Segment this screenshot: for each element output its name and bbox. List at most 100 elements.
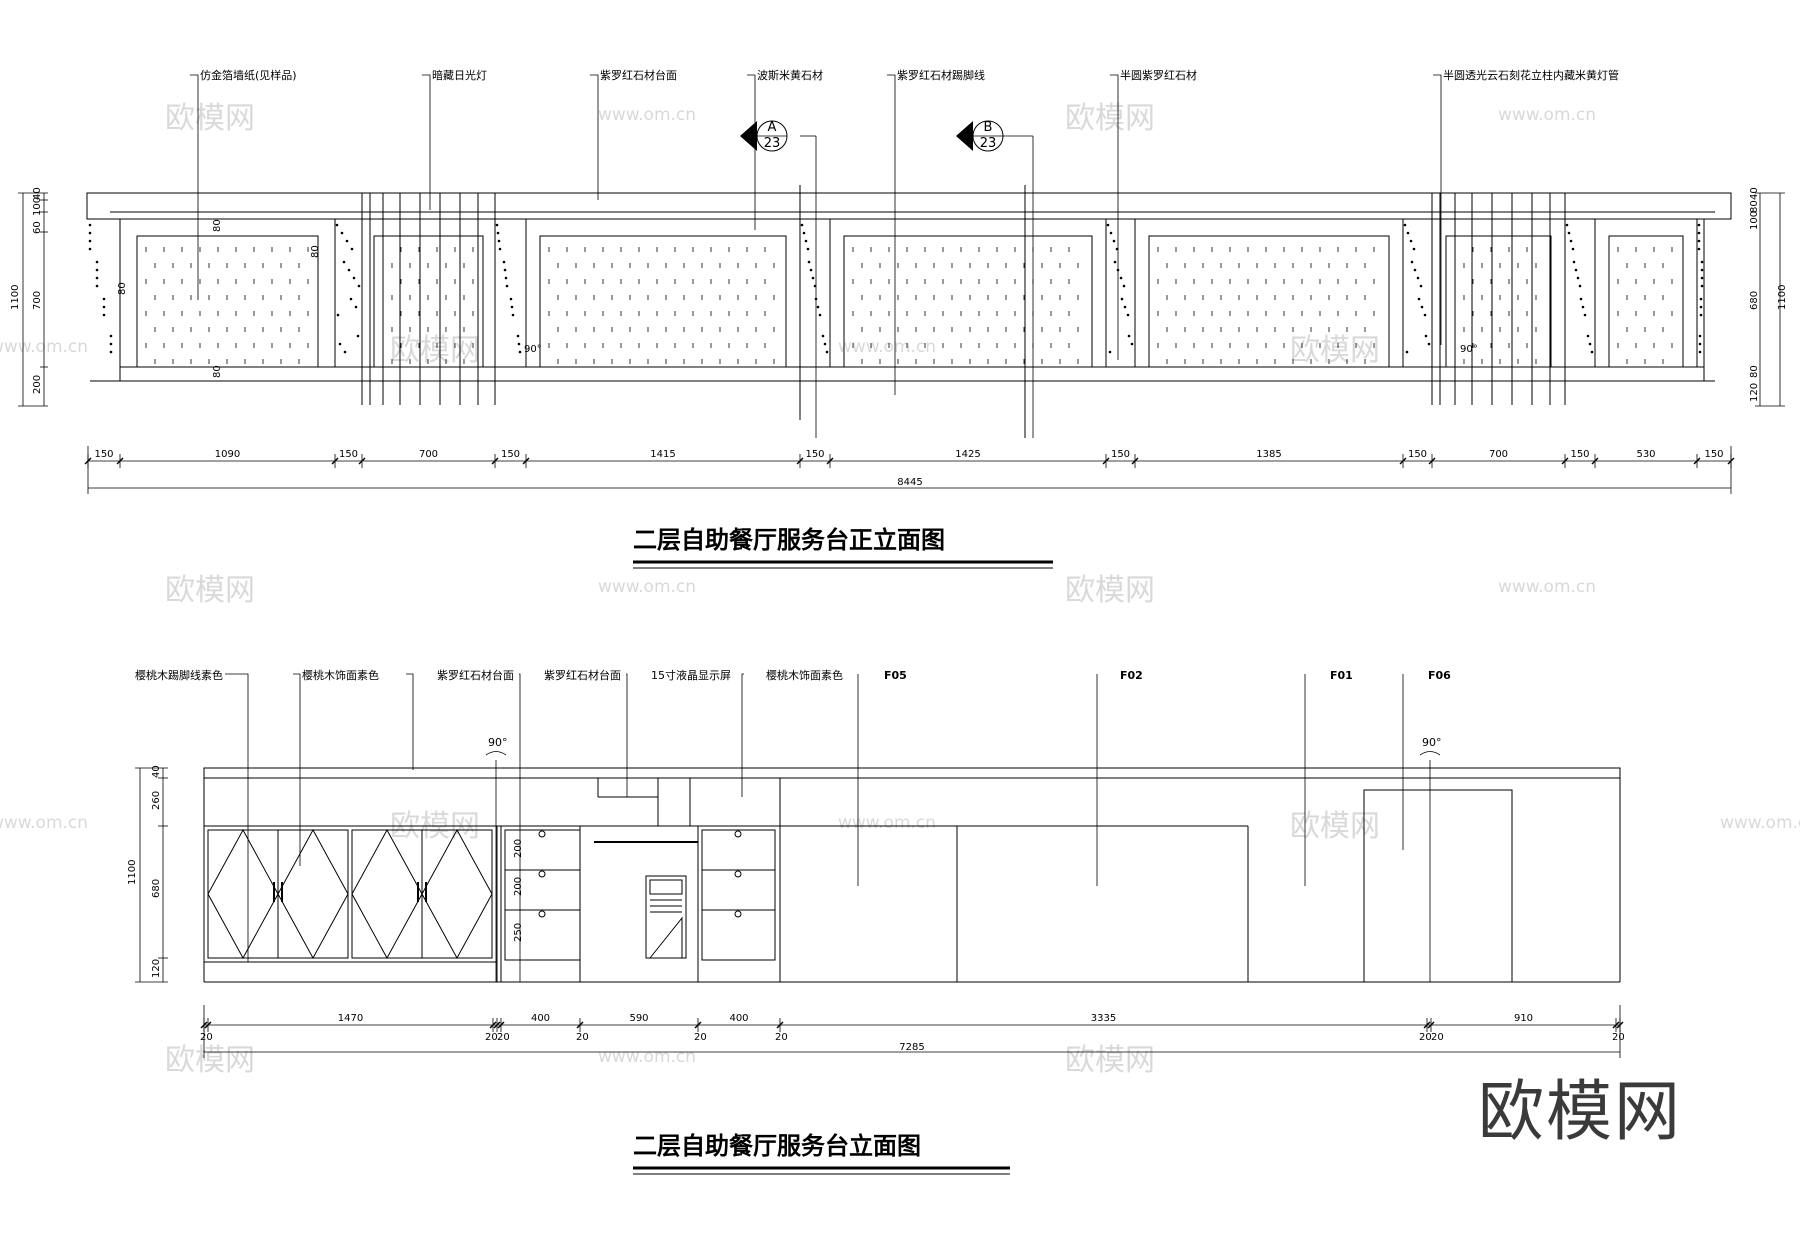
- stone-speckle: [109, 350, 113, 354]
- segment-dim: 400: [729, 1013, 748, 1024]
- stone-speckle: [498, 247, 502, 251]
- dim-label: 20: [1431, 1032, 1444, 1043]
- segment-dim: 150: [339, 449, 358, 460]
- dim-slash: [522, 457, 530, 465]
- stone-speckle: [102, 305, 106, 309]
- callout-label: 紫罗红石材踢脚线: [897, 68, 985, 82]
- watermark-brand: 欧模网: [165, 1043, 255, 1078]
- stone-speckle: [503, 268, 507, 272]
- watermark-url: www.om.cn: [1498, 577, 1596, 597]
- stone-speckle: [1420, 305, 1424, 309]
- dim-label: 250: [513, 923, 524, 942]
- stone-speckle: [338, 342, 342, 346]
- stone-speckle: [88, 223, 92, 227]
- dim-slash: [576, 1021, 584, 1029]
- stone-speckle: [1403, 223, 1407, 227]
- bottom-elevation: [203, 767, 1621, 983]
- stone-speckle: [1123, 305, 1127, 309]
- stone-speckle: [102, 297, 106, 301]
- stone-speckle: [510, 305, 514, 309]
- segment-dim: 1385: [1256, 449, 1281, 460]
- stone-speckle: [1405, 350, 1409, 354]
- stone-speckle: [88, 247, 92, 251]
- inner-dim: 80: [310, 245, 321, 258]
- stone-speckle: [1122, 284, 1126, 288]
- watermark-layer: 欧模网 www.om.cn 欧模网 www.om.cn www.om.cn 欧模…: [0, 101, 1800, 1078]
- stone-speckle: [1586, 334, 1590, 338]
- section-mark-number: 23: [764, 136, 781, 151]
- dim-label: 20: [1419, 1032, 1432, 1043]
- stone-speckle: [1574, 268, 1578, 272]
- dim-slash: [1102, 457, 1110, 465]
- stone-speckle: [1576, 276, 1580, 280]
- segment-dim: 3335: [1091, 1013, 1116, 1024]
- stone-speckle: [1699, 305, 1703, 309]
- dim-slash: [694, 1021, 702, 1029]
- dim-slash: [1616, 1021, 1624, 1029]
- dim-slash: [489, 1021, 497, 1029]
- dim-label: 80: [1749, 200, 1760, 213]
- watermark-brand: 欧模网: [1065, 101, 1155, 136]
- top-drawing-title: 二层自助餐厅服务台正立面图: [633, 526, 945, 554]
- stone-speckle: [1126, 313, 1130, 317]
- stone-speckle: [352, 276, 356, 280]
- stone-speckle: [1427, 342, 1431, 346]
- stone-speckle: [1424, 334, 1428, 338]
- stone-speckle: [343, 350, 347, 354]
- callout-label: F06: [1428, 669, 1451, 682]
- callout-label: 紫罗红石材台面: [600, 68, 677, 82]
- dim-label: 20: [694, 1032, 707, 1043]
- segment-dim: 1470: [338, 1013, 363, 1024]
- dim-total: 1100: [1777, 285, 1788, 310]
- callout-label: 15寸液晶显示屏: [651, 668, 731, 682]
- stone-speckle: [1699, 313, 1703, 317]
- watermark-brand: 欧模网: [1290, 333, 1380, 368]
- stone-speckle: [504, 276, 508, 280]
- stone-speckle: [1108, 350, 1112, 354]
- stone-speckle: [88, 239, 92, 243]
- dim-label: 100: [32, 197, 43, 216]
- stone-speckle: [811, 276, 815, 280]
- segment-dim: 910: [1514, 1013, 1533, 1024]
- dim-label: 700: [32, 291, 43, 310]
- segment-dim: 150: [1704, 449, 1723, 460]
- top-left-dim-labels: 60 100 40 700 200 1100: [10, 187, 43, 394]
- watermark-url: www.om.cn: [1720, 813, 1800, 833]
- inner-dim: 80: [212, 365, 223, 378]
- watermark-brand: 欧模网: [1290, 809, 1380, 844]
- dim-slash: [1727, 457, 1735, 465]
- dim-label: 40: [151, 765, 162, 778]
- dim-slash: [1612, 1021, 1620, 1029]
- watermark-url: www.om.cn: [598, 105, 696, 125]
- dim-label: 680: [1749, 291, 1760, 310]
- dim-label: 20: [485, 1032, 498, 1043]
- callout-label: 波斯米黄石材: [757, 68, 823, 82]
- lcd-monitor: [645, 875, 687, 959]
- top-total-dim: 8445: [897, 477, 922, 488]
- stone-speckle: [347, 268, 351, 272]
- dim-label: 40: [32, 187, 43, 200]
- segment-dim: 150: [1408, 449, 1427, 460]
- stone-speckle: [1590, 350, 1594, 354]
- stone-speckle: [518, 350, 522, 354]
- stone-speckle: [1581, 305, 1585, 309]
- bottom-monitor-section: [594, 778, 699, 982]
- stone-speckle: [517, 342, 521, 346]
- segment-dim: 400: [531, 1013, 550, 1024]
- top-left-dims: [18, 192, 48, 407]
- dim-slash: [204, 1021, 212, 1029]
- callout-label: F05: [884, 669, 907, 682]
- stone-speckle: [800, 223, 804, 227]
- stone-speckle: [357, 284, 361, 288]
- bottom-left-dim-labels: 40 260 680 120 1100: [127, 765, 162, 978]
- watermark-url: www.om.cn: [1498, 105, 1596, 125]
- segment-dim: 150: [94, 449, 113, 460]
- stone-speckle: [505, 284, 509, 288]
- stone-speckle: [1698, 334, 1702, 338]
- dim-slash: [1423, 1021, 1431, 1029]
- stone-speckle: [1106, 223, 1110, 227]
- stone-speckle: [1413, 268, 1417, 272]
- stone-speckle: [816, 305, 820, 309]
- stone-speckle: [88, 231, 92, 235]
- stone-speckle: [102, 313, 106, 317]
